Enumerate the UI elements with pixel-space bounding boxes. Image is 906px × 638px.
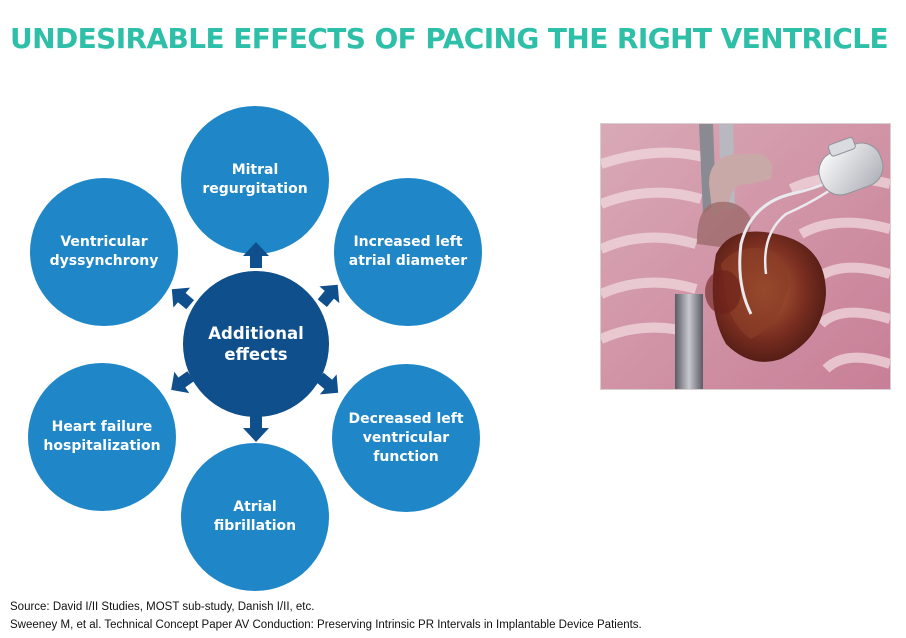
node-mitral-regurgitation: Mitral regurgitation <box>181 106 329 254</box>
source-line-1: Source: David I/II Studies, MOST sub-stu… <box>10 601 315 613</box>
node-decreased-left-ventricular-function: Decreased left ventricular function <box>332 364 480 512</box>
node-increased-left-atrial-diameter: Increased left atrial diameter <box>334 178 482 326</box>
heart-illustration <box>601 124 890 389</box>
source-line-2: Sweeney M, et al. Technical Concept Pape… <box>10 619 642 631</box>
node-additional-effects: Additional effects <box>183 271 329 417</box>
arrow-down-icon <box>243 416 269 442</box>
slide-title: UNDESIRABLE EFFECTS OF PACING THE RIGHT … <box>10 22 889 55</box>
effects-diagram: Mitral regurgitation Increased left atri… <box>28 106 482 591</box>
node-heart-failure-hospitalization: Heart failure hospitalization <box>28 363 176 511</box>
node-atrial-fibrillation: Atrial fibrillation <box>181 443 329 591</box>
node-ventricular-dyssynchrony: Ventricular dyssynchrony <box>30 178 178 326</box>
heart-pacemaker-image <box>600 123 891 390</box>
